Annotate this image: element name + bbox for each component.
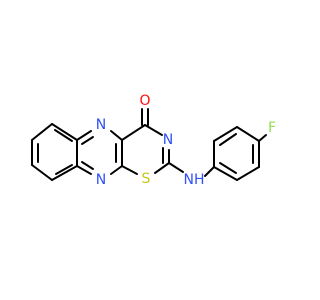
bond-pyrazine-5 (76, 165, 92, 175)
bond-benzo-inner-3 (54, 129, 73, 142)
bond-pyrazine-2 (110, 130, 123, 141)
atom-nitrogen-thiazine: N (163, 132, 173, 148)
bond-thiazine-5 (154, 162, 170, 174)
bond-pyrazine-1 (76, 130, 92, 141)
bond-aryl-5 (236, 166, 260, 181)
atom-amine-nh: NH (184, 172, 205, 188)
molecule-structure: O N N N S NH F (31, 93, 276, 188)
atom-fluorine: F (268, 120, 276, 136)
bond-aryl-3 (236, 126, 260, 142)
bond-pyrazine-inner-1 (81, 136, 94, 145)
bond-pyrazine-4 (110, 165, 123, 175)
bond-benzo-inner-2 (55, 164, 73, 175)
atom-nitrogen-pyrazine-top: N (96, 117, 106, 133)
bond-pyrazine-inner-3 (81, 161, 94, 170)
atom-sulfur: S (142, 171, 151, 187)
bond-thiazine-6 (121, 165, 138, 175)
atom-oxygen: O (139, 93, 150, 109)
bond-benzo-6 (51, 123, 78, 141)
bond-amine-2 (204, 166, 215, 177)
bond-fluoro (258, 134, 267, 142)
bond-aryl-inner-3 (219, 162, 237, 174)
molecule-canvas: O N N N S NH F (31, 93, 276, 188)
bond-thiazine-2 (144, 124, 163, 136)
bond-benzo-1 (31, 123, 53, 141)
bond-thiazine-1 (121, 124, 146, 141)
bond-benzo-3 (31, 164, 53, 181)
atom-nitrogen-pyrazine-bottom: N (96, 172, 106, 188)
bond-benzo-4 (51, 165, 78, 181)
bond-aryl-2 (213, 126, 238, 142)
bond-amine-1 (168, 162, 184, 173)
bond-aryl-6 (213, 166, 238, 181)
bond-aryl-inner-1 (219, 133, 237, 146)
